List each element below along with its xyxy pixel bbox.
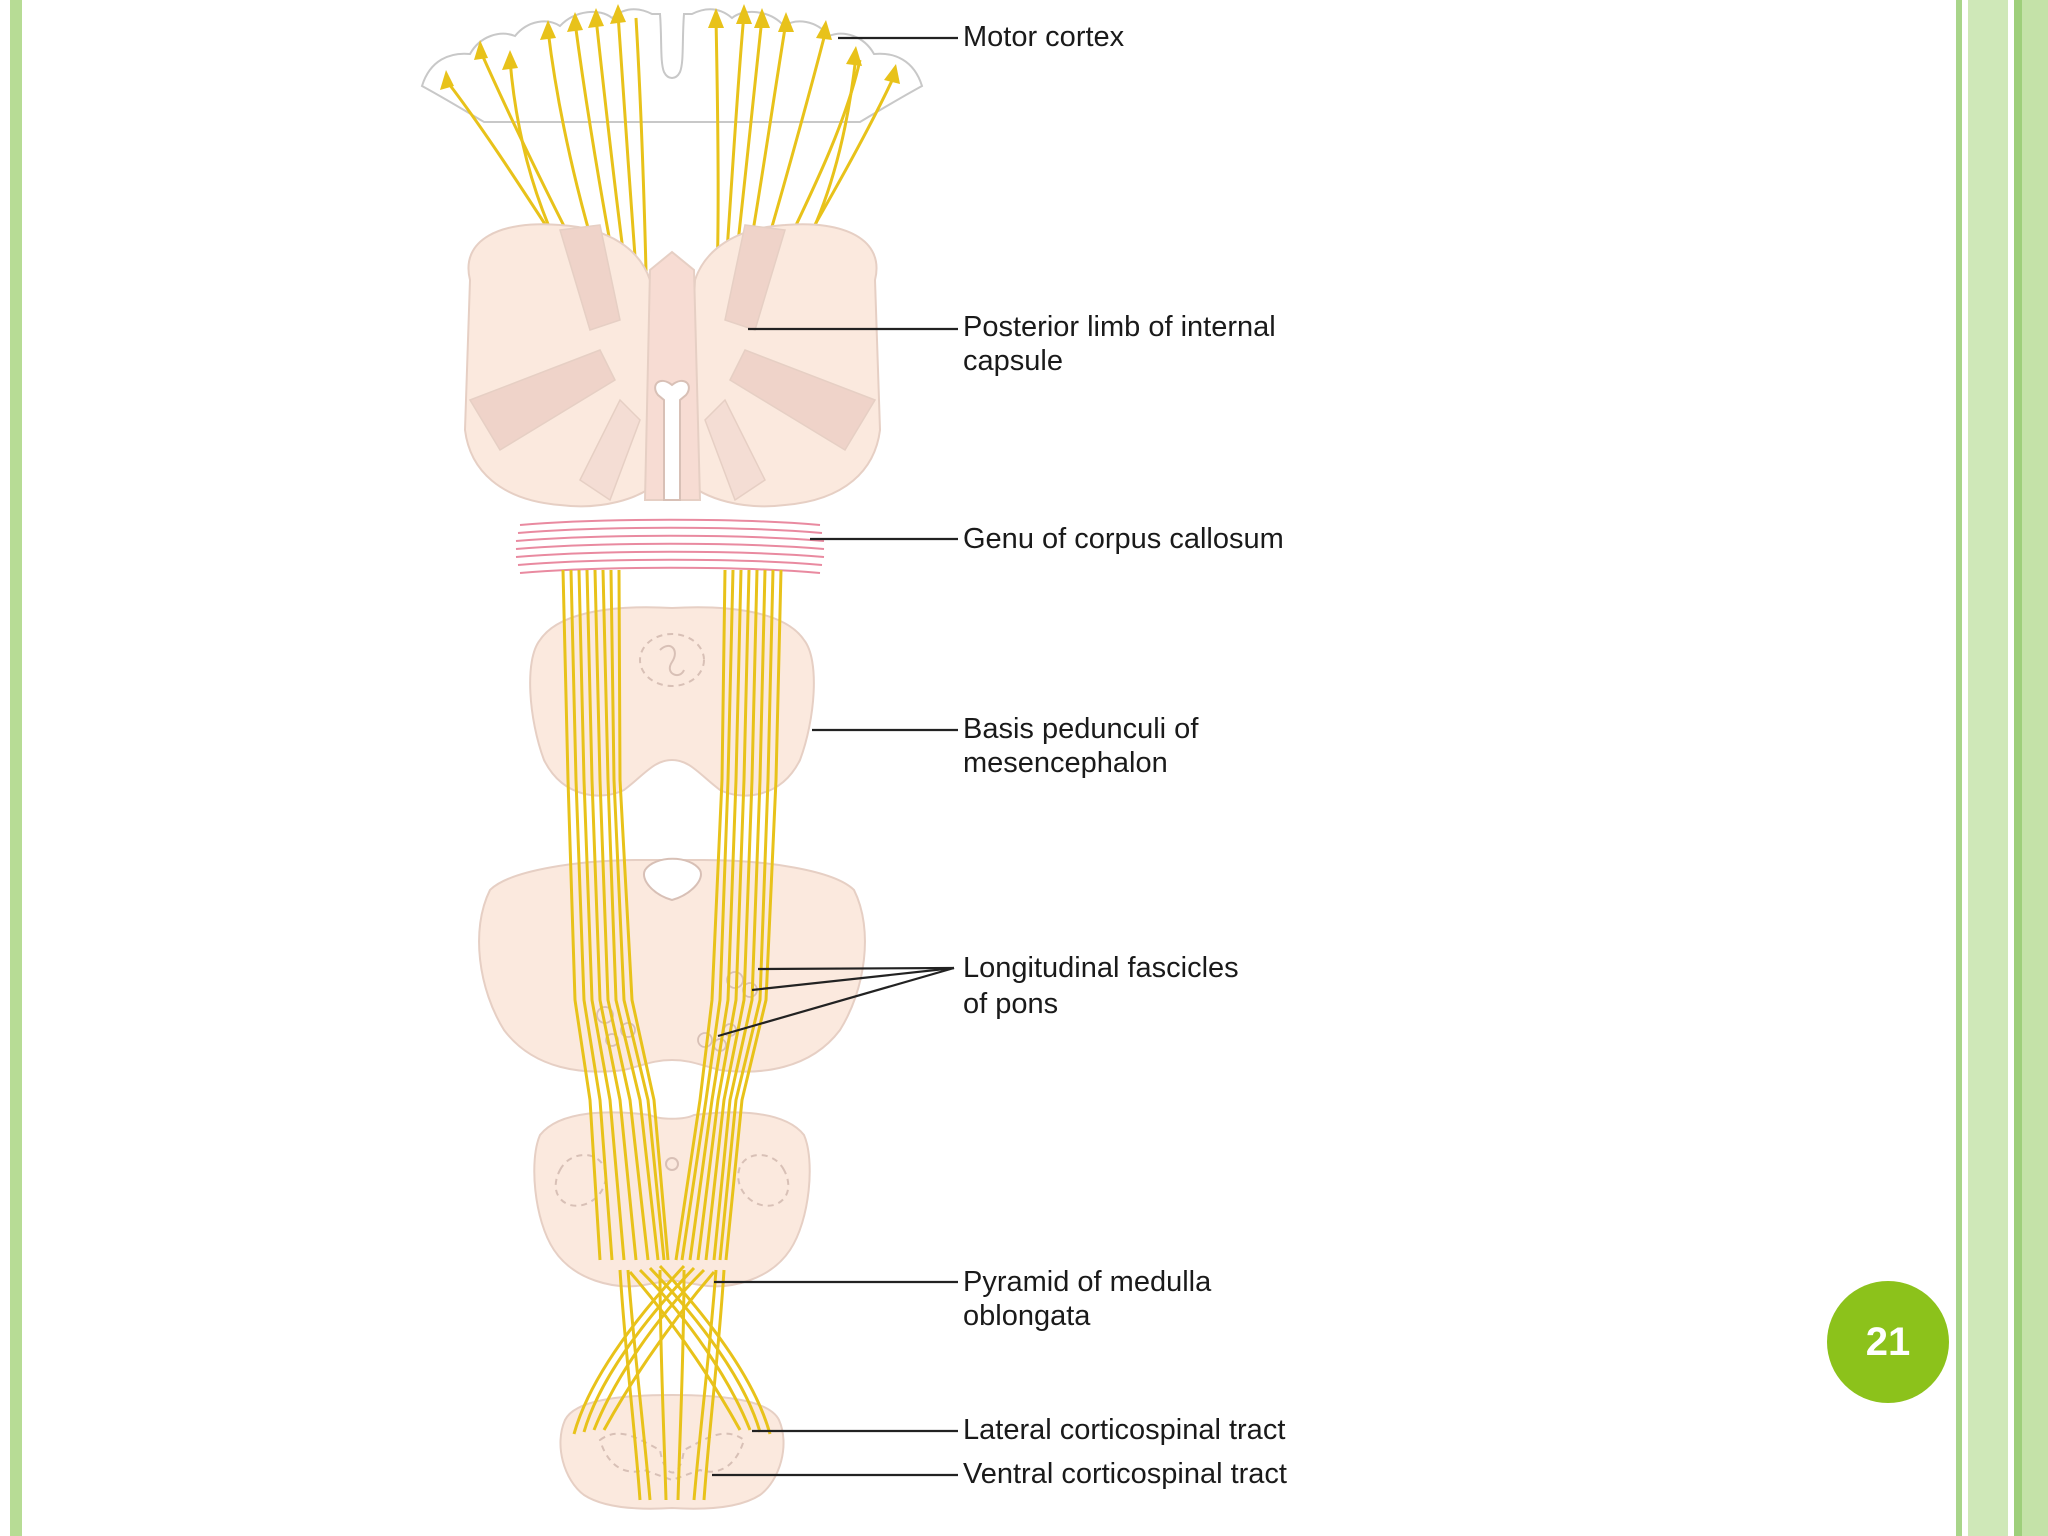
spinal-cord-section (559, 1393, 785, 1510)
label-pons-line1: Longitudinal fascicles (963, 952, 1239, 984)
label-lateral-corticospinal-tract: Lateral corticospinal tract (963, 1414, 1286, 1446)
medulla-section (533, 1111, 811, 1288)
corpus-callosum-lines (515, 518, 825, 574)
label-pyramid-line1: Pyramid of medulla (963, 1266, 1212, 1298)
descending-tract-fibers (561, 569, 783, 1501)
page-number-badge: 21 (1827, 1281, 1949, 1403)
forebrain-section (463, 223, 882, 508)
label-pons-line2: of pons (963, 988, 1059, 1020)
leader-lines (712, 36, 958, 1477)
label-pyramid-line2: oblongata (963, 1300, 1091, 1332)
label-basis-pedunculi-line1: Basis pedunculi of (963, 713, 1199, 745)
right-border-decoration (1956, 0, 2048, 1536)
midbrain-section (529, 606, 815, 797)
label-motor-cortex: Motor cortex (963, 21, 1125, 53)
left-border-decoration (0, 0, 23, 1536)
motor-cortex-arrowheads (440, 4, 900, 90)
label-internal-capsule-line1: Posterior limb of internal (963, 311, 1276, 343)
label-internal-capsule-line2: capsule (963, 345, 1063, 377)
label-ventral-corticospinal-tract: Ventral corticospinal tract (963, 1458, 1287, 1490)
label-basis-pedunculi-line2: mesencephalon (963, 747, 1168, 779)
label-corpus-callosum: Genu of corpus callosum (963, 523, 1284, 555)
pons-section (478, 857, 866, 1073)
